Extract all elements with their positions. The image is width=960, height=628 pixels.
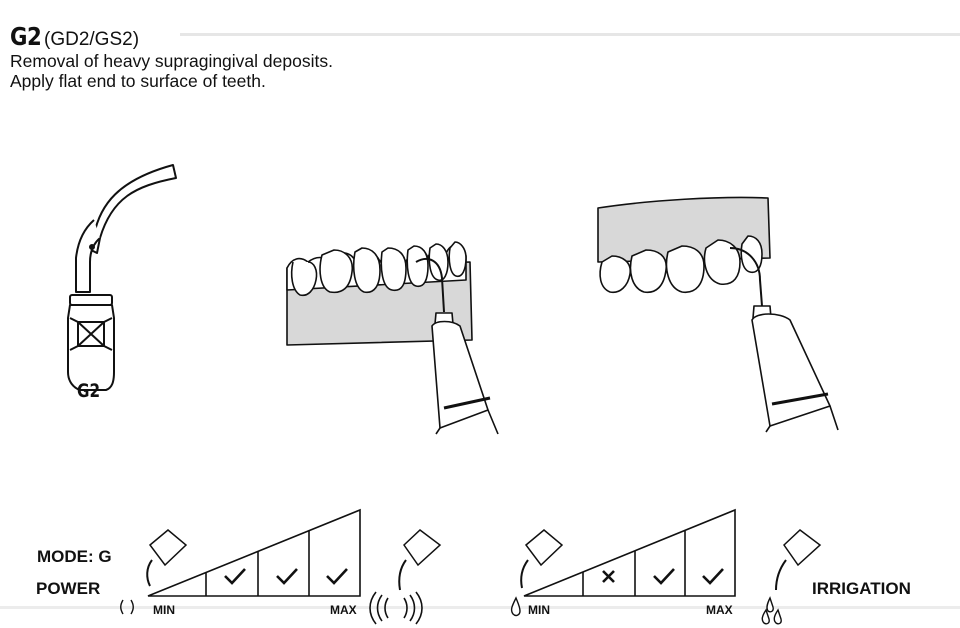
water-drops-icon xyxy=(761,596,782,625)
power-check-1 xyxy=(224,568,246,585)
description-line-2: Apply flat end to surface of teeth. xyxy=(10,71,266,91)
upper-teeth-scene xyxy=(597,196,839,433)
irrigation-check-3 xyxy=(702,568,724,585)
model-variants: (GD2/GS2) xyxy=(44,29,140,50)
model-name: G2 xyxy=(10,22,42,51)
power-max-handpiece-icon xyxy=(398,529,442,591)
header: G2 (GD2/GS2) Removal of heavy supragingi… xyxy=(10,22,333,91)
power-min-handpiece-icon xyxy=(146,529,188,587)
tip-engraving-label: G2 xyxy=(77,380,101,402)
low-vibration-icon xyxy=(120,599,134,615)
irrigation-gauge xyxy=(523,508,736,597)
power-gauge xyxy=(147,508,361,597)
irrigation-max-handpiece-icon xyxy=(775,529,822,591)
irrigation-cross-1 xyxy=(602,570,615,583)
power-max-label: MAX xyxy=(330,603,357,617)
irrigation-label: IRRIGATION xyxy=(812,579,911,598)
description-line-1: Removal of heavy supragingival deposits. xyxy=(10,51,333,71)
mode-label: MODE: G xyxy=(37,547,112,566)
power-min-label: MIN xyxy=(153,603,175,617)
irrigation-check-2 xyxy=(653,568,675,585)
irrigation-min-label: MIN xyxy=(528,603,550,617)
water-drop-icon xyxy=(510,596,521,617)
power-check-3 xyxy=(326,568,348,585)
irrigation-min-handpiece-icon xyxy=(520,529,564,589)
high-vibration-icon xyxy=(369,591,423,625)
lower-teeth-scene xyxy=(286,241,499,435)
scaler-tip-illustration xyxy=(67,164,177,391)
power-check-2 xyxy=(276,568,298,585)
header-rule xyxy=(180,33,960,36)
power-label: POWER xyxy=(36,579,101,598)
title-line: G2 (GD2/GS2) xyxy=(10,22,333,51)
irrigation-max-label: MAX xyxy=(706,603,733,617)
footer-rule xyxy=(0,606,960,609)
